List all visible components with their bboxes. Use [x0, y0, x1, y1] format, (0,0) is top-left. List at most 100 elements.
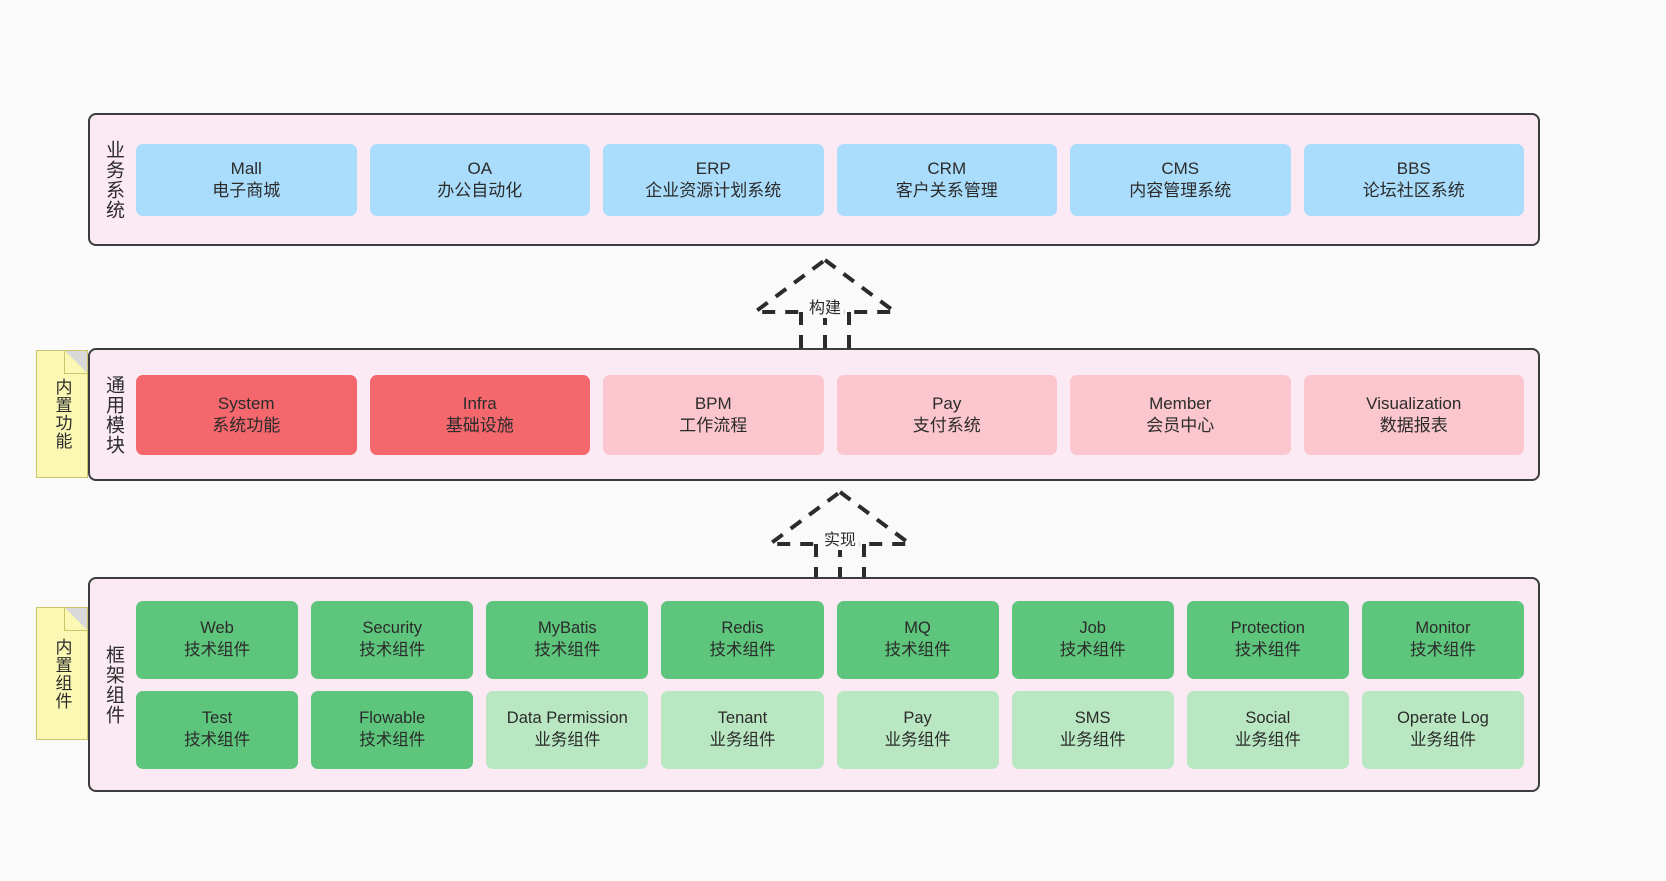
card-title: System [217, 393, 275, 413]
card-title: Operate Log [1397, 709, 1489, 728]
card-title: Tenant [717, 709, 768, 728]
card-subtitle: 技术组件 [359, 730, 426, 749]
card-subtitle: 业务组件 [1059, 730, 1126, 749]
card-title: SMS [1074, 709, 1111, 728]
connector-realize: 实现 [750, 488, 930, 588]
card-subtitle: 业务组件 [1234, 730, 1301, 749]
card-title: Infra [462, 393, 497, 413]
card-subtitle: 办公自动化 [437, 180, 523, 200]
layer-title-common: 通用模块 [103, 374, 125, 455]
card-operate-log[interactable]: Operate Log 业务组件 [1361, 690, 1524, 769]
layer-title-framework: 框架组件 [103, 644, 125, 725]
card-title: Mall [230, 158, 262, 178]
card-subtitle: 支付系统 [912, 415, 981, 435]
connector-label: 实现 [820, 526, 860, 550]
card-subtitle: 技术组件 [884, 640, 951, 659]
card-pay-component[interactable]: Pay 业务组件 [836, 690, 999, 769]
card-protection[interactable]: Protection 技术组件 [1186, 600, 1349, 679]
card-web[interactable]: Web 技术组件 [136, 600, 299, 679]
card-title: BBS [1396, 158, 1431, 178]
card-subtitle: 工作流程 [679, 415, 748, 435]
card-title: Member [1149, 393, 1212, 413]
card-title: Monitor [1415, 619, 1471, 638]
card-sms[interactable]: SMS 业务组件 [1011, 690, 1174, 769]
card-title: CRM [927, 158, 967, 178]
card-oa[interactable]: OA 办公自动化 [369, 143, 590, 216]
card-member[interactable]: Member 会员中心 [1070, 374, 1291, 455]
card-visualization[interactable]: Visualization 数据报表 [1303, 374, 1524, 455]
card-subtitle: 技术组件 [1059, 640, 1126, 659]
card-title: Job [1079, 619, 1106, 638]
card-redis[interactable]: Redis 技术组件 [661, 600, 824, 679]
card-subtitle: 客户关系管理 [895, 180, 998, 200]
card-subtitle: 系统功能 [212, 415, 281, 435]
card-title: Redis [721, 619, 764, 638]
card-title: Visualization [1366, 393, 1462, 413]
card-monitor[interactable]: Monitor 技术组件 [1361, 600, 1524, 679]
card-system[interactable]: System 系统功能 [136, 374, 357, 455]
layer-body-business: Mall 电子商城 OA 办公自动化 ERP 企业资源计划系统 CRM 客户关系… [136, 115, 1538, 244]
layer-common-modules: 通用模块 System 系统功能 Infra 基础设施 BPM 工作流程 Pay… [88, 348, 1540, 481]
card-title: Test [201, 709, 233, 728]
card-title: Flowable [359, 709, 426, 728]
card-pay[interactable]: Pay 支付系统 [836, 374, 1057, 455]
card-subtitle: 电子商城 [212, 180, 281, 200]
card-subtitle: 内容管理系统 [1129, 180, 1232, 200]
card-subtitle: 业务组件 [534, 730, 601, 749]
card-flowable[interactable]: Flowable 技术组件 [311, 690, 474, 769]
card-subtitle: 数据报表 [1379, 415, 1448, 435]
card-subtitle: 技术组件 [184, 640, 251, 659]
card-subtitle: 论坛社区系统 [1362, 180, 1465, 200]
card-title: ERP [695, 158, 731, 178]
card-test[interactable]: Test 技术组件 [136, 690, 299, 769]
card-social[interactable]: Social 业务组件 [1186, 690, 1349, 769]
card-subtitle: 业务组件 [1409, 730, 1476, 749]
card-title: Security [362, 619, 422, 638]
card-tenant[interactable]: Tenant 业务组件 [661, 690, 824, 769]
card-subtitle: 企业资源计划系统 [645, 180, 782, 200]
card-subtitle: 技术组件 [359, 640, 426, 659]
card-title: Data Permission [506, 709, 628, 728]
card-row: Test 技术组件 Flowable 技术组件 Data Permission … [136, 690, 1524, 769]
connector-build: 构建 [735, 256, 915, 356]
card-title: Social [1245, 709, 1291, 728]
card-title: Web [200, 619, 234, 638]
card-subtitle: 技术组件 [1234, 640, 1301, 659]
card-row: System 系统功能 Infra 基础设施 BPM 工作流程 Pay 支付系统… [136, 374, 1524, 455]
card-mq[interactable]: MQ 技术组件 [836, 600, 999, 679]
card-subtitle: 技术组件 [1409, 640, 1476, 659]
card-mybatis[interactable]: MyBatis 技术组件 [486, 600, 649, 679]
note-built-in-features: 内置功能 [36, 350, 88, 478]
note-text: 内置功能 [52, 378, 72, 450]
card-title: MyBatis [537, 619, 597, 638]
card-title: MQ [904, 619, 931, 638]
card-subtitle: 技术组件 [709, 640, 776, 659]
card-erp[interactable]: ERP 企业资源计划系统 [603, 143, 824, 216]
card-title: Protection [1230, 619, 1305, 638]
card-cms[interactable]: CMS 内容管理系统 [1070, 143, 1291, 216]
note-built-in-components: 内置组件 [36, 607, 88, 740]
layer-business-systems: 业务系统 Mall 电子商城 OA 办公自动化 ERP 企业资源计划系统 CRM… [88, 113, 1540, 246]
card-row: Web 技术组件 Security 技术组件 MyBatis 技术组件 Redi… [136, 600, 1524, 679]
card-subtitle: 业务组件 [709, 730, 776, 749]
card-mall[interactable]: Mall 电子商城 [136, 143, 357, 216]
card-data-permission[interactable]: Data Permission 业务组件 [486, 690, 649, 769]
layer-body-common: System 系统功能 Infra 基础设施 BPM 工作流程 Pay 支付系统… [136, 350, 1538, 479]
card-infra[interactable]: Infra 基础设施 [369, 374, 590, 455]
layer-framework-components: 框架组件 Web 技术组件 Security 技术组件 MyBatis 技术组件… [88, 577, 1540, 792]
layer-title-business: 业务系统 [103, 139, 125, 220]
card-crm[interactable]: CRM 客户关系管理 [836, 143, 1057, 216]
card-title: OA [467, 158, 493, 178]
card-bpm[interactable]: BPM 工作流程 [603, 374, 824, 455]
card-title: CMS [1161, 158, 1200, 178]
card-subtitle: 基础设施 [445, 415, 514, 435]
card-row: Mall 电子商城 OA 办公自动化 ERP 企业资源计划系统 CRM 客户关系… [136, 143, 1524, 216]
note-text: 内置组件 [52, 637, 72, 710]
card-security[interactable]: Security 技术组件 [311, 600, 474, 679]
layer-body-framework: Web 技术组件 Security 技术组件 MyBatis 技术组件 Redi… [136, 579, 1538, 790]
card-title: Pay [903, 709, 932, 728]
card-bbs[interactable]: BBS 论坛社区系统 [1303, 143, 1524, 216]
card-title: BPM [694, 393, 732, 413]
card-job[interactable]: Job 技术组件 [1011, 600, 1174, 679]
